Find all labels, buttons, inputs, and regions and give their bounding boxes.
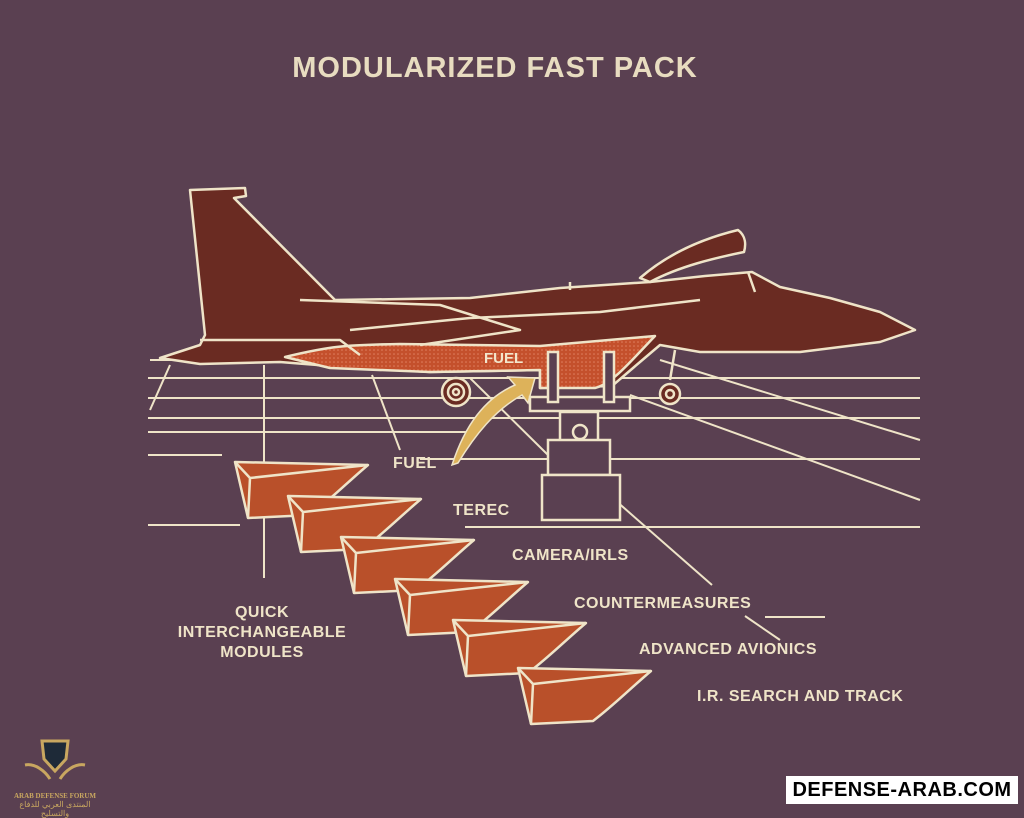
module-6: [516, 666, 653, 726]
module-5: [451, 618, 588, 678]
callout-advanced-avionics: ADVANCED AVIONICS: [639, 641, 817, 658]
callout-terec: TEREC: [453, 502, 510, 519]
logo-arabic: المنتدى العربي للدفاع والتسليح: [19, 800, 91, 818]
jet-fuel-tank: [283, 334, 657, 390]
module-4: [393, 577, 530, 637]
forum-logo: ARAB DEFENSE FORUM المنتدى العربي للدفاع…: [10, 735, 100, 818]
logo-name: ARAB DEFENSE FORUM: [13, 792, 97, 800]
modules-label-line: MODULES: [220, 644, 304, 661]
arrow-icon: [450, 376, 536, 467]
shield-logo-icon: [24, 739, 86, 780]
modules: [233, 460, 653, 726]
jet-canopy: [638, 228, 747, 284]
callout-fuel: FUEL: [393, 455, 437, 472]
forklift-loader: [528, 350, 632, 522]
callout-countermeasures: COUNTERMEASURES: [574, 595, 752, 612]
module-2: [286, 494, 423, 554]
callout-camera-irls: CAMERA/IRLS: [512, 547, 629, 564]
aircraft-fuel-label: FUEL: [484, 350, 524, 367]
modules-label-line: INTERCHANGEABLE: [177, 624, 347, 641]
ground-grid: [148, 359, 921, 641]
diagram-title: MODULARIZED FAST PACK: [292, 52, 698, 84]
watermark: DEFENSE-ARAB.COM: [786, 776, 1018, 804]
modules-label-line: QUICK: [234, 604, 290, 621]
modules-label: QUICK INTERCHANGEABLE MODULES: [160, 603, 364, 663]
callout-ir-search-track: I.R. SEARCH AND TRACK: [697, 688, 904, 705]
nose-wheel-icon: [658, 349, 682, 406]
jet: [158, 186, 917, 408]
main-wheel-icon: [440, 376, 472, 408]
